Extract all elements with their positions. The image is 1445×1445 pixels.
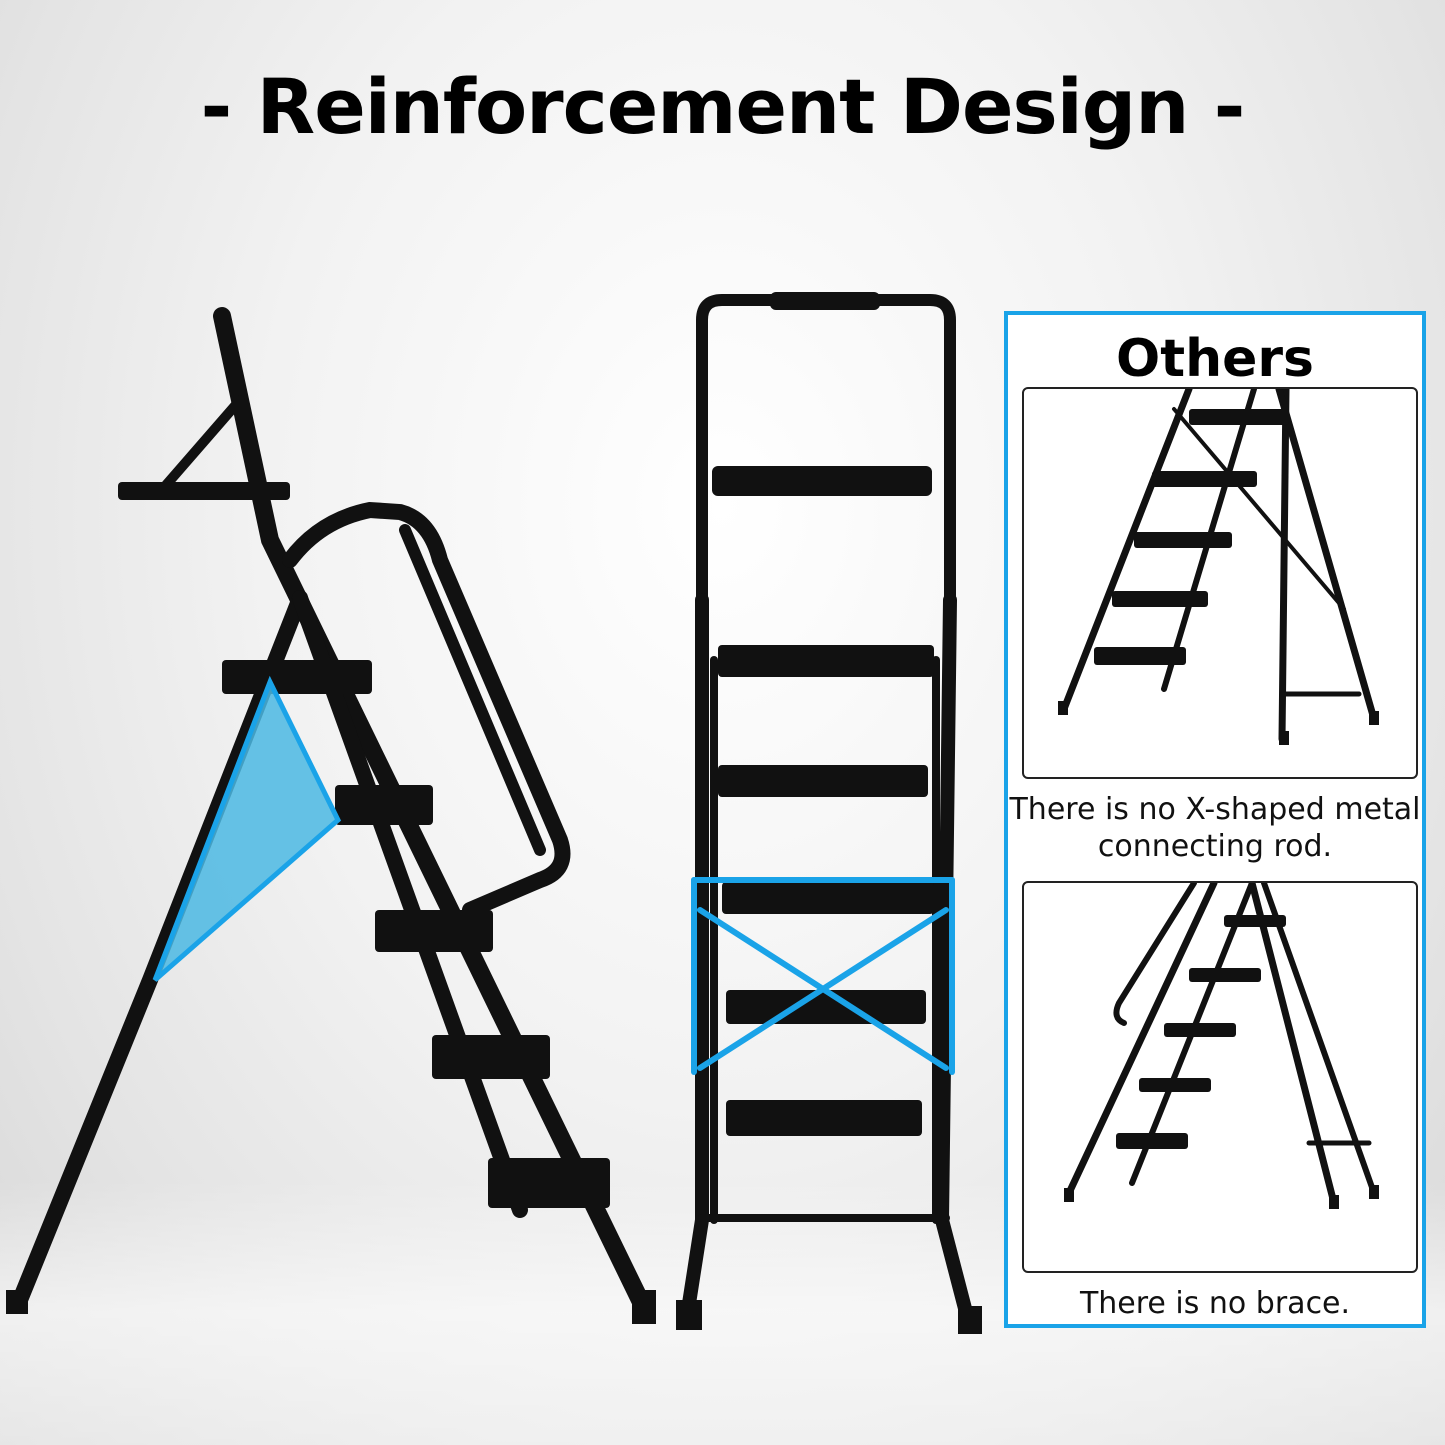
triangle-brace-highlight-icon: [152, 675, 342, 982]
caption-no-brace: There is no brace.: [1079, 1286, 1351, 1321]
example-image-1: [1022, 387, 1418, 779]
ladder-no-brace-icon: [1064, 883, 1379, 1209]
ladder-illustrations: [6, 292, 982, 1334]
ladder-no-x-rod-icon: [1058, 389, 1379, 745]
others-comparison-panel: Others There is no X-shaped metal connec…: [1004, 311, 1426, 1328]
caption-no-x-rod: There is no X-shaped metal connecting ro…: [1009, 792, 1421, 864]
page-title: - Reinforcement Design -: [200, 62, 1246, 151]
x-brace-highlight-icon: [691, 877, 955, 1075]
example-image-2: [1022, 881, 1418, 1273]
panel-title: Others: [1116, 329, 1314, 389]
front-ladder-icon: [676, 292, 982, 1334]
side-ladder-icon: [6, 307, 656, 1324]
